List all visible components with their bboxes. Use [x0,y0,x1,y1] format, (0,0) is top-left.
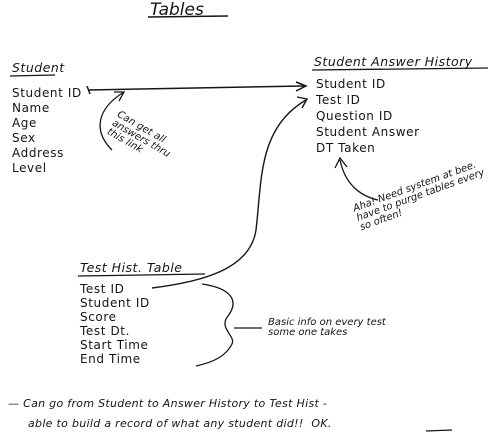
student-link-line [87,85,305,91]
student-link-arrowhead [295,81,308,92]
test-hist-field: Test ID [80,282,125,296]
test-hist-field: Test Dt. [80,324,131,338]
test-hist-field: Start Time [80,338,149,352]
test-hist-field: End Time [80,352,141,366]
student-table-header: Student [12,60,65,75]
test-hist-bracket [195,283,234,367]
test-id-connector-arrowhead [296,96,309,109]
test-info-note: Basic info on every test some one takes [268,318,386,338]
student-field-list: Student ID Name Age Sex Address Level [12,86,82,176]
student-field: Student ID [12,86,82,100]
title-underline [147,15,229,18]
test-info-note-line: Basic info on every test [268,317,386,328]
answer-history-field: Student Answer [316,125,420,139]
link-note-arrow [99,91,125,151]
test-hist-field: Student ID [80,296,150,310]
answer-history-table-header: Student Answer History [314,54,473,69]
student-header-underline [9,74,56,77]
student-field: Address [12,146,64,160]
footer-line-2-text: able to build a record of what any stude… [28,417,304,430]
test-hist-field: Score [80,310,117,324]
footer-line-2: able to build a record of what any stude… [28,418,332,429]
student-field: Level [12,161,47,175]
student-field: Sex [12,131,36,145]
test-hist-header-underline [77,273,206,277]
answer-history-field-list: Student ID Test ID Question ID Student A… [316,76,420,156]
test-id-connector [151,99,307,289]
purge-note-arrowhead [334,156,348,169]
link-note-arrowhead [114,91,126,102]
test-hist-field-list: Test ID Student ID Score Test Dt. Start … [80,282,150,366]
student-link-tick [86,85,91,95]
page-title: Tables [150,0,204,20]
answer-history-field: Test ID [316,93,361,107]
footer-ok: OK. [311,417,332,430]
test-hist-table-header: Test Hist. Table [80,260,183,275]
answer-history-header-underline [311,67,489,71]
answer-history-field: Question ID [316,109,393,123]
student-field: Name [12,101,50,115]
test-info-note-line: some one takes [268,327,348,338]
student-field: Age [12,116,38,130]
purge-note-arrow [339,159,379,201]
ok-underline [425,429,453,432]
answer-history-field: DT Taken [316,141,376,155]
footer-line-1: — Can go from Student to Answer History … [8,397,328,410]
answer-history-field: Student ID [316,77,386,91]
